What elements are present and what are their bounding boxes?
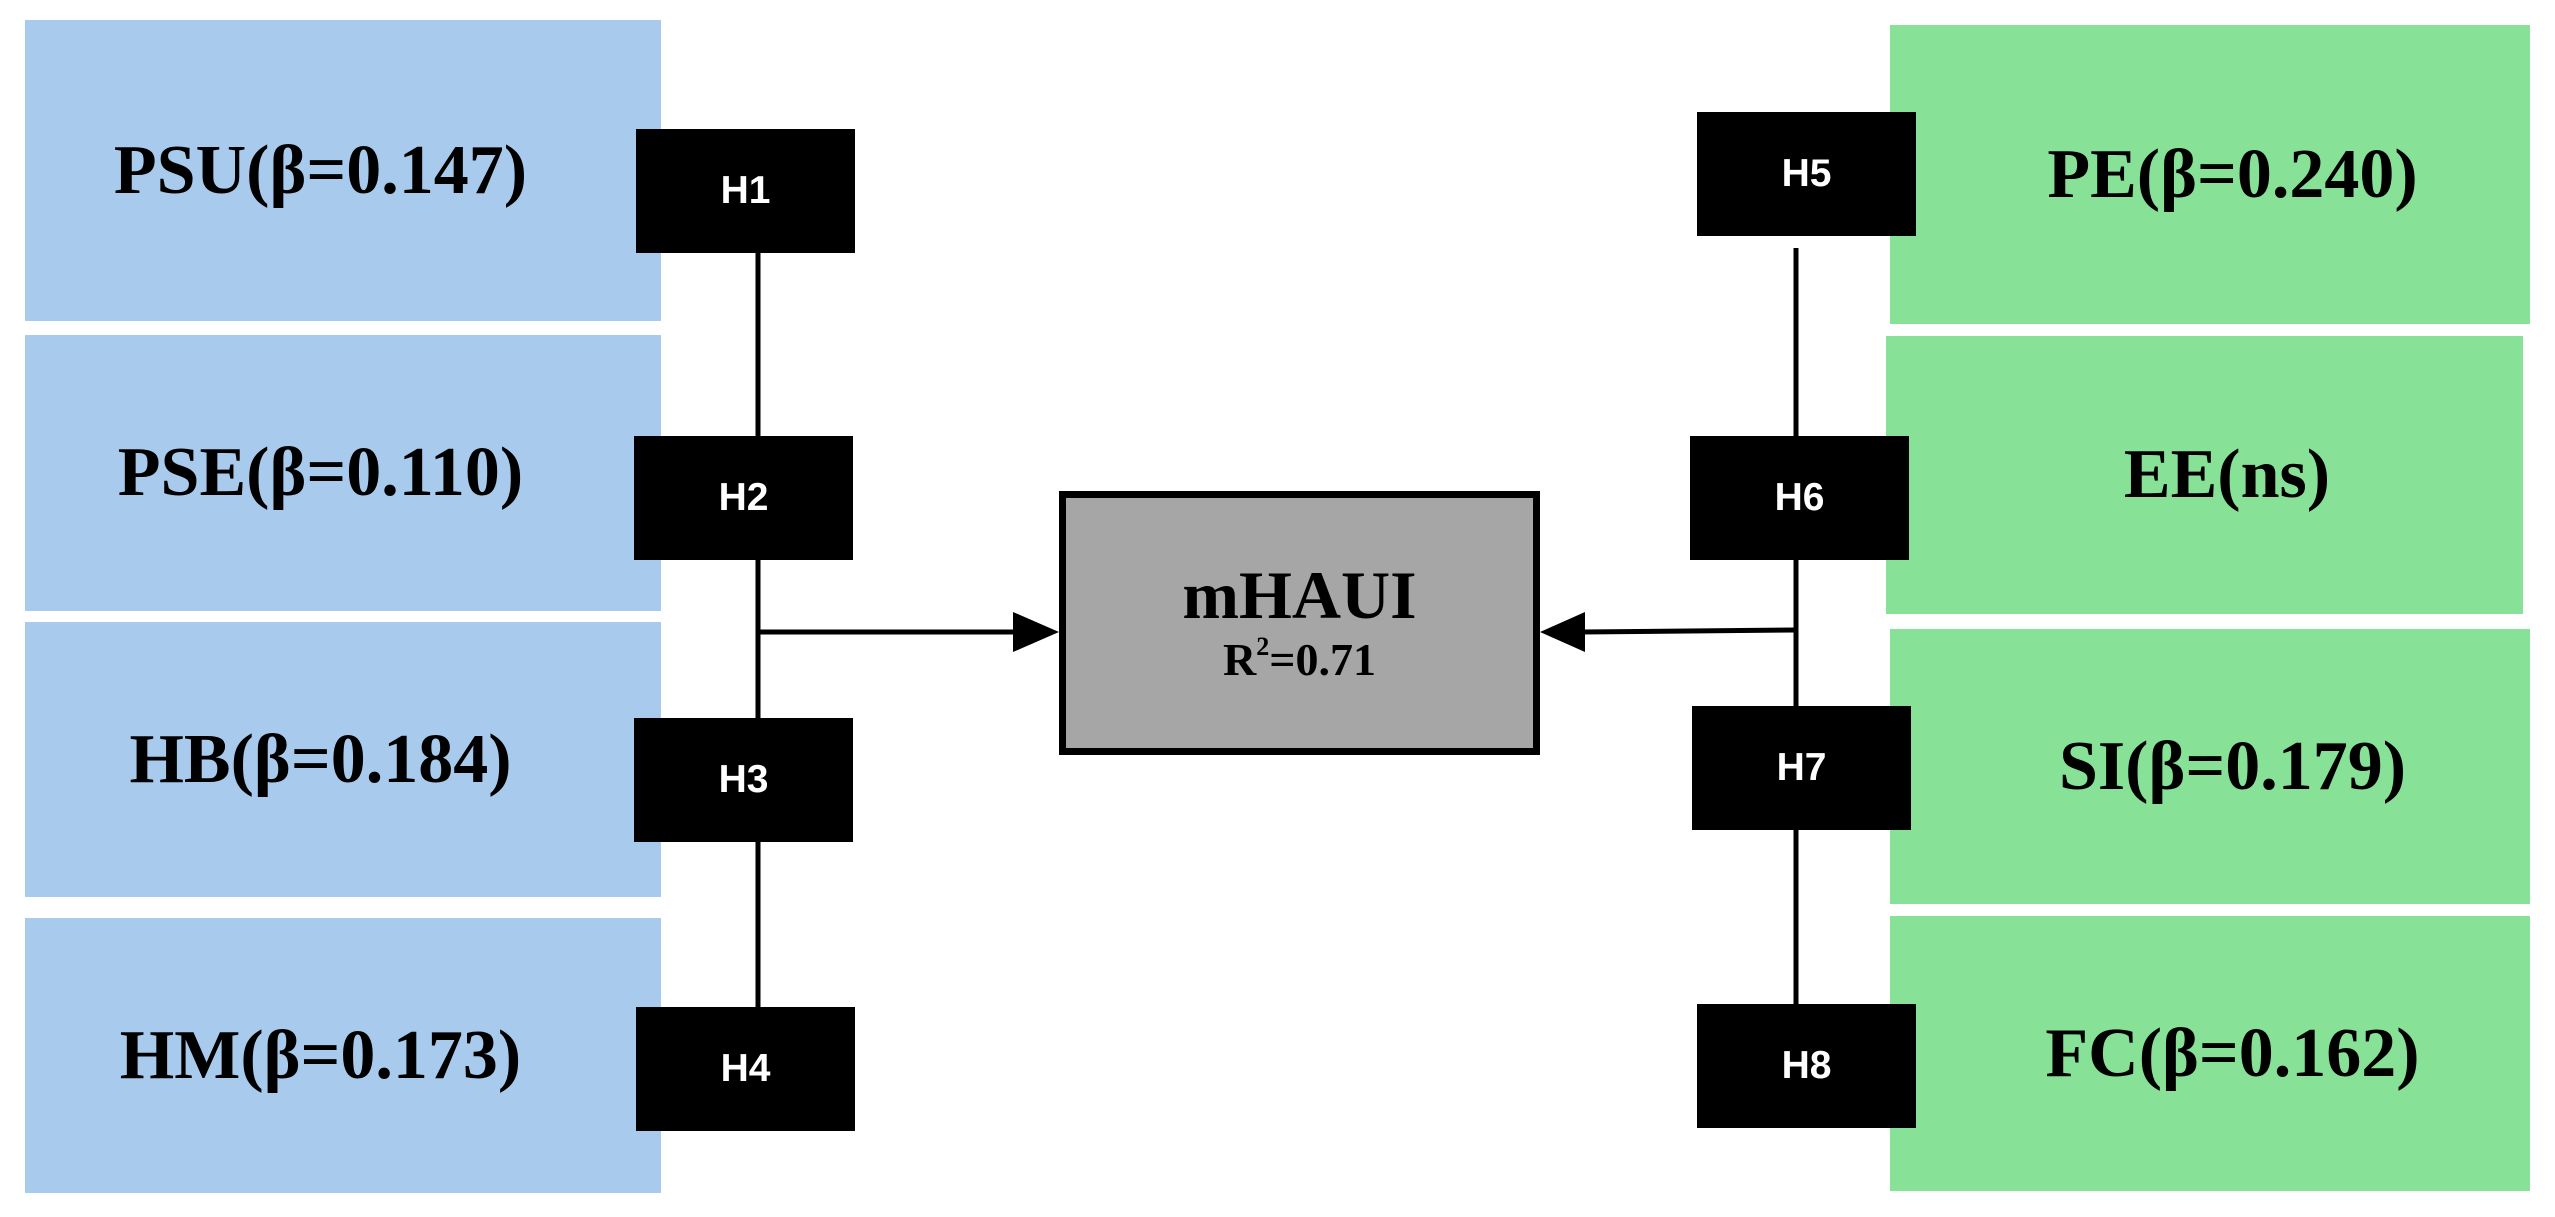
construct-box-hm: HM(β=0.173) — [25, 918, 661, 1193]
left-arrowhead — [1013, 612, 1059, 652]
construct-box-hb: HB(β=0.184) — [25, 622, 661, 897]
hypothesis-label-h5: H5 — [1781, 152, 1832, 195]
construct-label-hm: HM(β=0.173) — [119, 1016, 522, 1094]
hypothesis-label-h2: H2 — [718, 476, 769, 519]
construct-box-pe: PE(β=0.240) — [1890, 25, 2530, 324]
hypothesis-label-h3: H3 — [718, 758, 769, 801]
construct-label-pse: PSE(β=0.110) — [117, 434, 524, 511]
hypothesis-badge-h5: H5 — [1697, 112, 1916, 236]
hypothesis-badge-h1: H1 — [636, 129, 855, 253]
hypothesis-badge-h4: H4 — [636, 1007, 855, 1131]
construct-box-fc: FC(β=0.162) — [1890, 916, 2530, 1191]
r-squared-exponent: 2 — [1256, 632, 1270, 662]
hypothesis-label-h6: H6 — [1774, 476, 1825, 519]
outcome-title: mHAUI — [1182, 557, 1417, 633]
hypothesis-label-h7: H7 — [1776, 746, 1827, 789]
construct-box-ee: EE(ns) — [1886, 336, 2523, 614]
construct-label-psu: PSU(β=0.147) — [113, 131, 528, 209]
hypothesis-label-h1: H1 — [720, 169, 771, 212]
outcome-r-squared: R2=0.71 — [1223, 632, 1376, 686]
construct-label-hb: HB(β=0.184) — [129, 720, 512, 798]
right-arrow-shaft — [1581, 627, 1797, 635]
construct-label-pe: PE(β=0.240) — [2047, 135, 2418, 213]
hypothesis-badge-h2: H2 — [634, 436, 853, 560]
hypothesis-label-h8: H8 — [1781, 1044, 1832, 1087]
construct-box-psu: PSU(β=0.147) — [25, 20, 661, 321]
hypothesis-badge-h3: H3 — [634, 718, 853, 842]
r-squared-value: =0.71 — [1269, 634, 1376, 686]
construct-label-fc: FC(β=0.162) — [2045, 1014, 2420, 1092]
hypothesis-label-h4: H4 — [720, 1047, 771, 1090]
construct-label-ee: EE(ns) — [2123, 436, 2331, 513]
construct-box-pse: PSE(β=0.110) — [25, 335, 661, 611]
hypothesis-badge-h8: H8 — [1697, 1004, 1916, 1128]
r-squared-letter: R — [1223, 634, 1257, 686]
hypothesis-badge-h6: H6 — [1690, 436, 1909, 560]
hypothesis-badge-h7: H7 — [1692, 706, 1911, 830]
right-arrowhead — [1540, 612, 1585, 652]
construct-label-si: SI(β=0.179) — [2058, 727, 2407, 805]
outcome-box-mhaui: mHAUI R2=0.71 — [1059, 491, 1540, 755]
construct-box-si: SI(β=0.179) — [1890, 629, 2530, 904]
